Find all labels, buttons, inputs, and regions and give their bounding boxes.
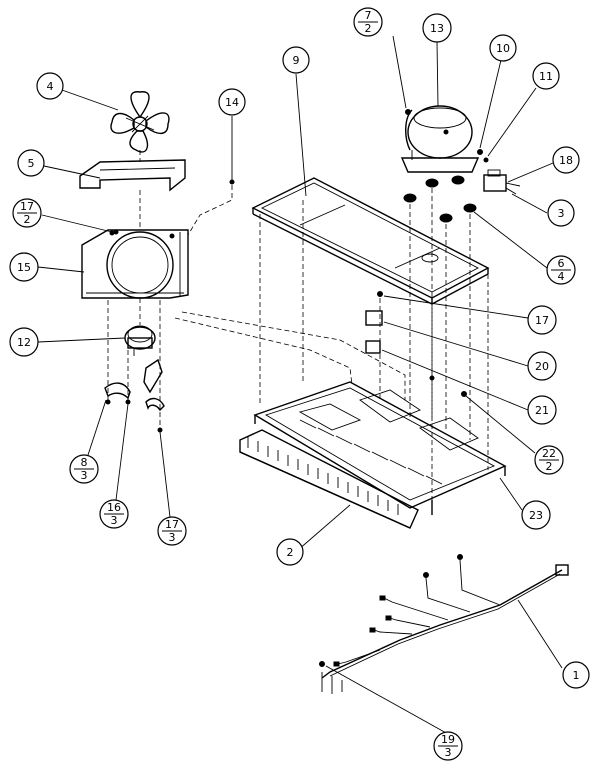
callout-14: 14	[218, 88, 246, 116]
svg-text:6: 6	[558, 257, 565, 270]
svg-text:3: 3	[81, 469, 88, 482]
base-slots	[299, 419, 443, 485]
svg-text:3: 3	[111, 514, 118, 527]
svg-text:17: 17	[20, 200, 34, 213]
svg-text:3: 3	[445, 746, 452, 759]
callout-17-3: 17 3	[157, 516, 187, 546]
left-screws	[105, 229, 163, 433]
svg-text:2: 2	[287, 546, 294, 559]
svg-text:17: 17	[535, 314, 549, 327]
wire-harness	[319, 554, 569, 694]
callout-17-2: 17 2	[12, 198, 42, 228]
drain-pan	[251, 177, 490, 305]
svg-text:8: 8	[81, 456, 88, 469]
svg-text:16: 16	[107, 501, 121, 514]
svg-text:2: 2	[546, 460, 553, 473]
callout-20: 20	[527, 351, 557, 381]
svg-text:3: 3	[558, 207, 565, 220]
callout-19-3: 19 3	[433, 731, 463, 761]
svg-text:2: 2	[365, 22, 372, 35]
fan-shroud	[81, 229, 189, 299]
callout-17: 17	[527, 305, 557, 335]
svg-text:4: 4	[558, 270, 565, 283]
callout-3: 3	[547, 199, 575, 227]
fan-motor	[124, 325, 156, 356]
callout-16-3: 16 3	[99, 499, 129, 529]
callout-5: 5	[17, 149, 45, 177]
relay	[483, 169, 521, 195]
motor-mounts	[104, 358, 165, 412]
svg-text:13: 13	[430, 22, 444, 35]
callout-1: 1	[562, 661, 590, 689]
svg-text:4: 4	[47, 80, 54, 93]
compressor-grommets	[403, 175, 477, 223]
left-alignment-lines	[107, 150, 406, 428]
svg-text:14: 14	[225, 96, 239, 109]
callout-2: 2	[276, 538, 304, 566]
leader-lines	[37, 35, 563, 735]
callout-11: 11	[532, 62, 560, 90]
base-plate	[253, 381, 507, 515]
callout-12: 12	[9, 327, 39, 357]
svg-text:5: 5	[28, 157, 35, 170]
callout-10: 10	[489, 34, 517, 62]
right-alignment-lines	[259, 188, 489, 508]
callout-18: 18	[552, 146, 580, 174]
svg-text:9: 9	[293, 54, 300, 67]
callout-4: 4	[36, 72, 64, 100]
compressor	[400, 105, 480, 173]
condenser-coil	[239, 429, 419, 529]
callout-6-4: 6 4	[546, 255, 576, 285]
callout-23: 23	[521, 500, 551, 530]
svg-text:12: 12	[17, 336, 31, 349]
svg-text:22: 22	[542, 447, 556, 460]
svg-text:18: 18	[559, 154, 573, 167]
callout-21: 21	[527, 395, 557, 425]
svg-text:15: 15	[17, 261, 31, 274]
svg-text:10: 10	[496, 42, 510, 55]
svg-text:21: 21	[535, 404, 549, 417]
svg-text:1: 1	[573, 669, 580, 682]
svg-text:2: 2	[24, 213, 31, 226]
callout-13: 13	[422, 13, 452, 43]
callout-9: 9	[282, 46, 310, 74]
svg-text:3: 3	[169, 531, 176, 544]
fan-bracket	[79, 159, 186, 192]
callout-8-3: 8 3	[69, 454, 99, 484]
svg-text:7: 7	[365, 9, 372, 22]
callout-7-2: 7 2	[353, 7, 383, 37]
callout-22-2: 22 2	[534, 445, 564, 475]
callout-15: 15	[9, 252, 39, 282]
svg-text:23: 23	[529, 509, 543, 522]
svg-text:17: 17	[165, 518, 179, 531]
svg-text:20: 20	[535, 360, 549, 373]
svg-text:19: 19	[441, 733, 455, 746]
svg-text:11: 11	[539, 70, 553, 83]
coil-fins	[247, 437, 399, 515]
fan-blade	[110, 91, 170, 153]
